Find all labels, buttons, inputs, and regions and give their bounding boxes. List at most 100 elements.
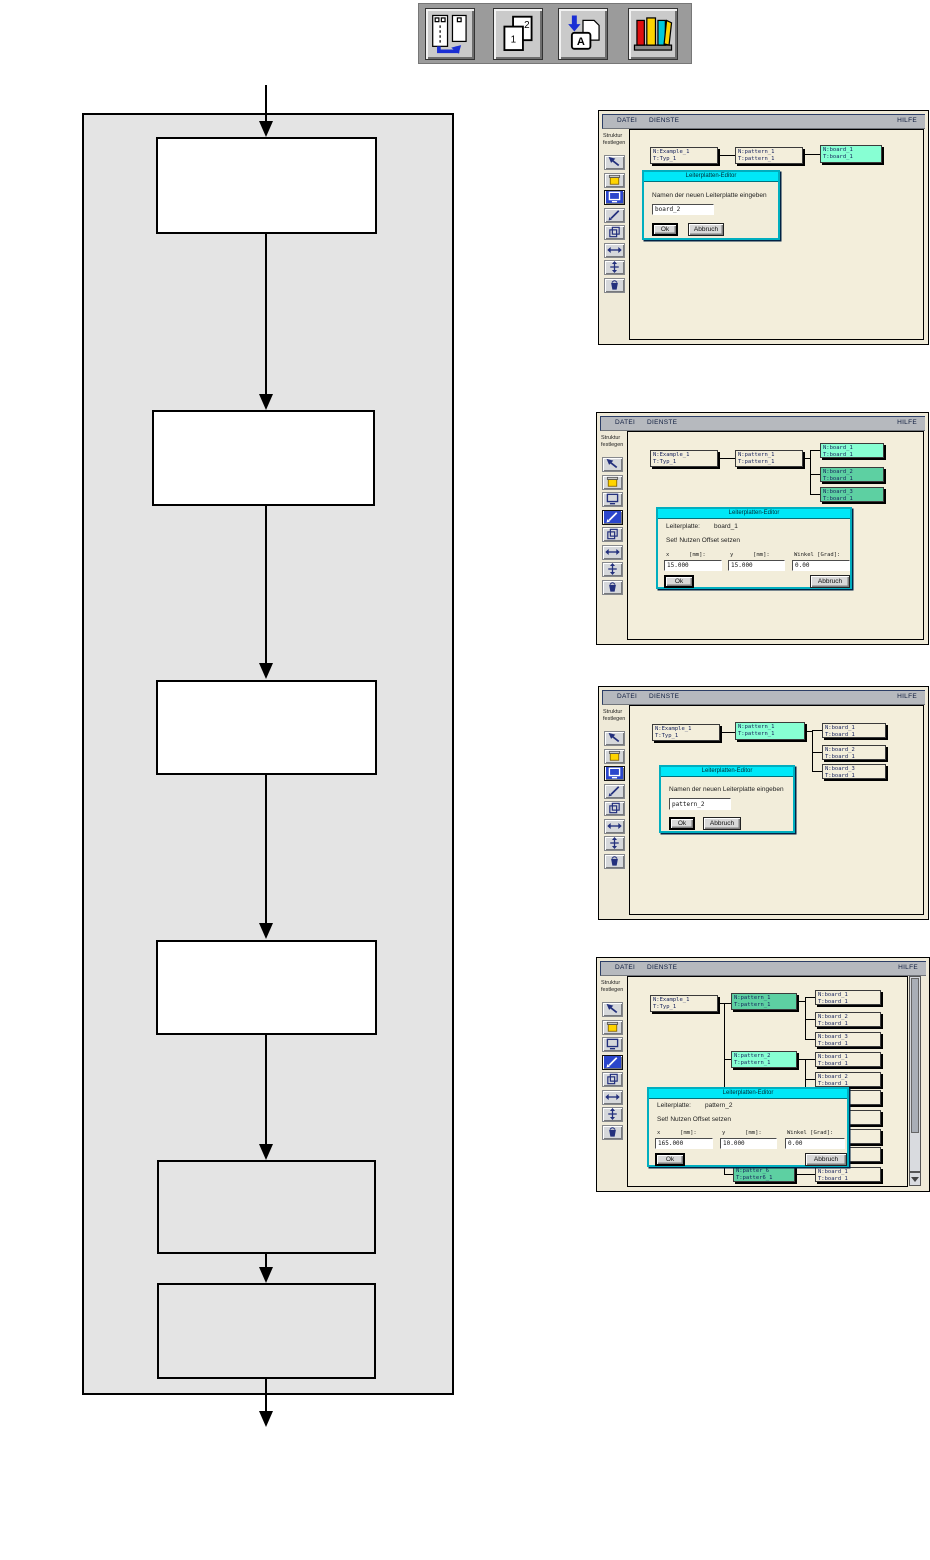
abbruch-button[interactable]: Abbruch bbox=[703, 817, 741, 830]
scrollbar-down-button[interactable] bbox=[909, 1172, 921, 1186]
new-object-icon[interactable] bbox=[604, 749, 625, 764]
abbruch-button[interactable]: Abbruch bbox=[810, 575, 850, 588]
abbruch-button[interactable]: Abbruch bbox=[688, 223, 724, 236]
stretch-horizontal-icon[interactable] bbox=[604, 243, 625, 258]
scrollbar-thumb[interactable] bbox=[911, 978, 919, 1133]
leiterplatten-editor-dialog: Leiterplatten-Editor Namen der neuen Lei… bbox=[659, 765, 795, 833]
pointer-icon[interactable] bbox=[604, 731, 625, 746]
copy-icon[interactable] bbox=[604, 801, 625, 816]
edit-pen-icon[interactable] bbox=[602, 1055, 623, 1070]
menu-dienste[interactable]: DIENSTE bbox=[649, 693, 680, 700]
menu-dienste[interactable]: DIENSTE bbox=[649, 117, 680, 124]
delete-bucket-icon[interactable] bbox=[602, 580, 623, 595]
angle-input[interactable] bbox=[785, 1138, 845, 1149]
y-input[interactable] bbox=[728, 560, 785, 571]
top-toolbar bbox=[418, 3, 692, 64]
menu-hilfe[interactable]: HILFE bbox=[897, 693, 917, 700]
display-icon[interactable] bbox=[602, 492, 623, 507]
copy-icon[interactable] bbox=[602, 1072, 623, 1087]
pointer-icon[interactable] bbox=[604, 155, 625, 170]
new-object-icon[interactable] bbox=[602, 475, 623, 490]
abbruch-button[interactable]: Abbruch bbox=[805, 1153, 847, 1166]
y-input[interactable] bbox=[720, 1138, 777, 1149]
menu-dienste[interactable]: DIENSTE bbox=[647, 964, 678, 971]
flowchart-box-3 bbox=[156, 680, 377, 775]
edit-pen-icon[interactable] bbox=[604, 208, 625, 223]
stretch-horizontal-icon[interactable] bbox=[602, 1090, 623, 1105]
delete-bucket-icon[interactable] bbox=[604, 854, 625, 869]
name-input[interactable] bbox=[669, 798, 731, 810]
ok-button[interactable]: Ok bbox=[652, 223, 678, 236]
pages-1-2-icon[interactable] bbox=[493, 8, 543, 60]
display-icon[interactable] bbox=[604, 190, 625, 205]
menu-hilfe[interactable]: HILFE bbox=[897, 419, 917, 426]
display-icon[interactable] bbox=[602, 1037, 623, 1052]
copy-icon[interactable] bbox=[604, 225, 625, 240]
ok-button[interactable]: Ok bbox=[655, 1153, 685, 1166]
angle-input[interactable] bbox=[792, 560, 850, 571]
move-icon[interactable] bbox=[604, 836, 625, 851]
move-icon[interactable] bbox=[602, 562, 623, 577]
pointer-icon[interactable] bbox=[602, 457, 623, 472]
vertical-scrollbar[interactable] bbox=[909, 976, 921, 1172]
leiterplatte-label: Leiterplatte: bbox=[666, 523, 700, 530]
name-input[interactable] bbox=[652, 204, 714, 215]
menu-datei[interactable]: DATEI bbox=[615, 964, 636, 971]
move-icon[interactable] bbox=[604, 260, 625, 275]
panels-transfer-icon[interactable] bbox=[425, 8, 475, 60]
menu-hilfe[interactable]: HILFE bbox=[898, 964, 918, 971]
menu-hilfe[interactable]: HILFE bbox=[897, 117, 917, 124]
menu-dienste[interactable]: DIENSTE bbox=[647, 419, 678, 426]
move-icon[interactable] bbox=[602, 1107, 623, 1122]
flow-arrow-line bbox=[265, 1254, 267, 1269]
x-input[interactable] bbox=[655, 1138, 713, 1149]
menu-bar: DATEI DIENSTE HILFE bbox=[600, 961, 926, 976]
ok-button[interactable]: Ok bbox=[669, 817, 695, 830]
copy-icon[interactable] bbox=[602, 527, 623, 542]
x-input[interactable] bbox=[664, 560, 722, 571]
edit-pen-icon[interactable] bbox=[602, 510, 623, 525]
edit-pen-icon[interactable] bbox=[604, 784, 625, 799]
new-object-icon[interactable] bbox=[602, 1020, 623, 1035]
display-icon[interactable] bbox=[604, 766, 625, 781]
delete-bucket-icon[interactable] bbox=[604, 278, 625, 293]
pointer-icon[interactable] bbox=[602, 1002, 623, 1017]
new-object-icon[interactable] bbox=[604, 173, 625, 188]
stretch-horizontal-icon[interactable] bbox=[604, 819, 625, 834]
stretch-horizontal-icon[interactable] bbox=[602, 545, 623, 560]
books-library-icon[interactable] bbox=[628, 8, 678, 60]
delete-bucket-icon[interactable] bbox=[602, 1125, 623, 1140]
menu-datei[interactable]: DATEI bbox=[617, 117, 638, 124]
import-pages-a-icon[interactable] bbox=[558, 8, 608, 60]
ok-button[interactable]: Ok bbox=[664, 575, 694, 588]
menu-datei[interactable]: DATEI bbox=[617, 693, 638, 700]
flow-arrow-line bbox=[265, 775, 267, 925]
menu-datei[interactable]: DATEI bbox=[615, 419, 636, 426]
